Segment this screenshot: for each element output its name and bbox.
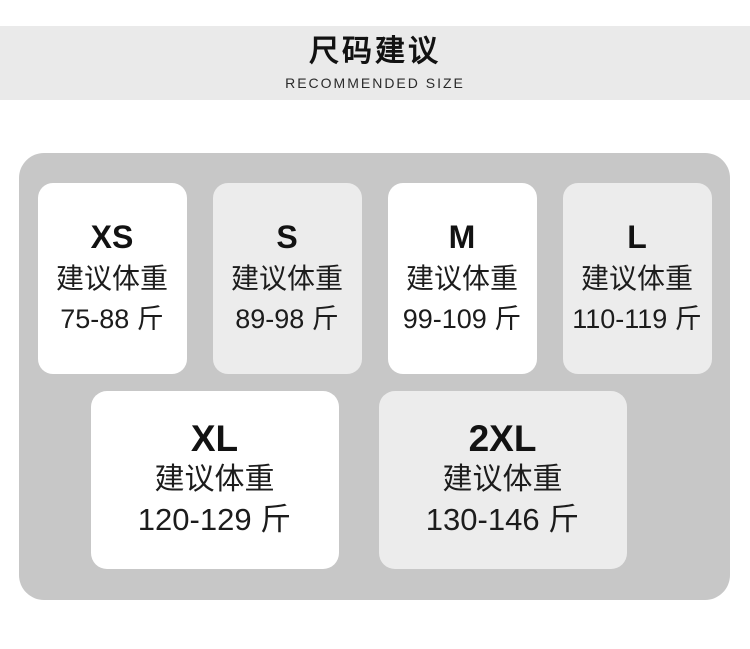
- advice-label: 建议体重: [405, 263, 518, 294]
- weight-range: 130-146 斤: [425, 502, 580, 537]
- size-card-s: S 建议体重 89-98 斤: [212, 183, 362, 374]
- advice-label: 建议体重: [55, 263, 168, 294]
- size-label: M: [448, 219, 476, 255]
- weight-range: 110-119 斤: [572, 304, 702, 334]
- advice-label: 建议体重: [580, 263, 693, 294]
- page-title: 尺码建议: [309, 34, 441, 68]
- weight-range: 89-98 斤: [235, 304, 339, 334]
- header-band: 尺码建议 RECOMMENDED SIZE: [0, 26, 750, 100]
- weight-range: 120-129 斤: [137, 502, 292, 537]
- weight-range: 99-109 斤: [402, 304, 522, 334]
- size-card-row-top: XS 建议体重 75-88 斤 S 建议体重 89-98 斤 M 建议体重 99…: [19, 183, 730, 374]
- advice-label: 建议体重: [442, 463, 563, 496]
- size-card-xs: XS 建议体重 75-88 斤: [37, 183, 187, 374]
- advice-label: 建议体重: [230, 263, 343, 294]
- size-label: XS: [90, 219, 134, 255]
- size-label: XL: [190, 418, 239, 459]
- advice-label: 建议体重: [154, 463, 275, 496]
- size-card-l: L 建议体重 110-119 斤: [562, 183, 712, 374]
- size-panel: XS 建议体重 75-88 斤 S 建议体重 89-98 斤 M 建议体重 99…: [19, 153, 730, 600]
- weight-range: 75-88 斤: [60, 304, 164, 334]
- size-card-row-bottom: XL 建议体重 120-129 斤 2XL 建议体重 130-146 斤: [3, 391, 714, 569]
- page-subtitle: RECOMMENDED SIZE: [285, 74, 465, 91]
- size-label: 2XL: [468, 418, 537, 459]
- size-card-xl: XL 建议体重 120-129 斤: [90, 391, 339, 569]
- size-label: S: [276, 219, 298, 255]
- size-label: L: [627, 219, 647, 255]
- size-card-m: M 建议体重 99-109 斤: [387, 183, 537, 374]
- size-card-2xl: 2XL 建议体重 130-146 斤: [378, 391, 627, 569]
